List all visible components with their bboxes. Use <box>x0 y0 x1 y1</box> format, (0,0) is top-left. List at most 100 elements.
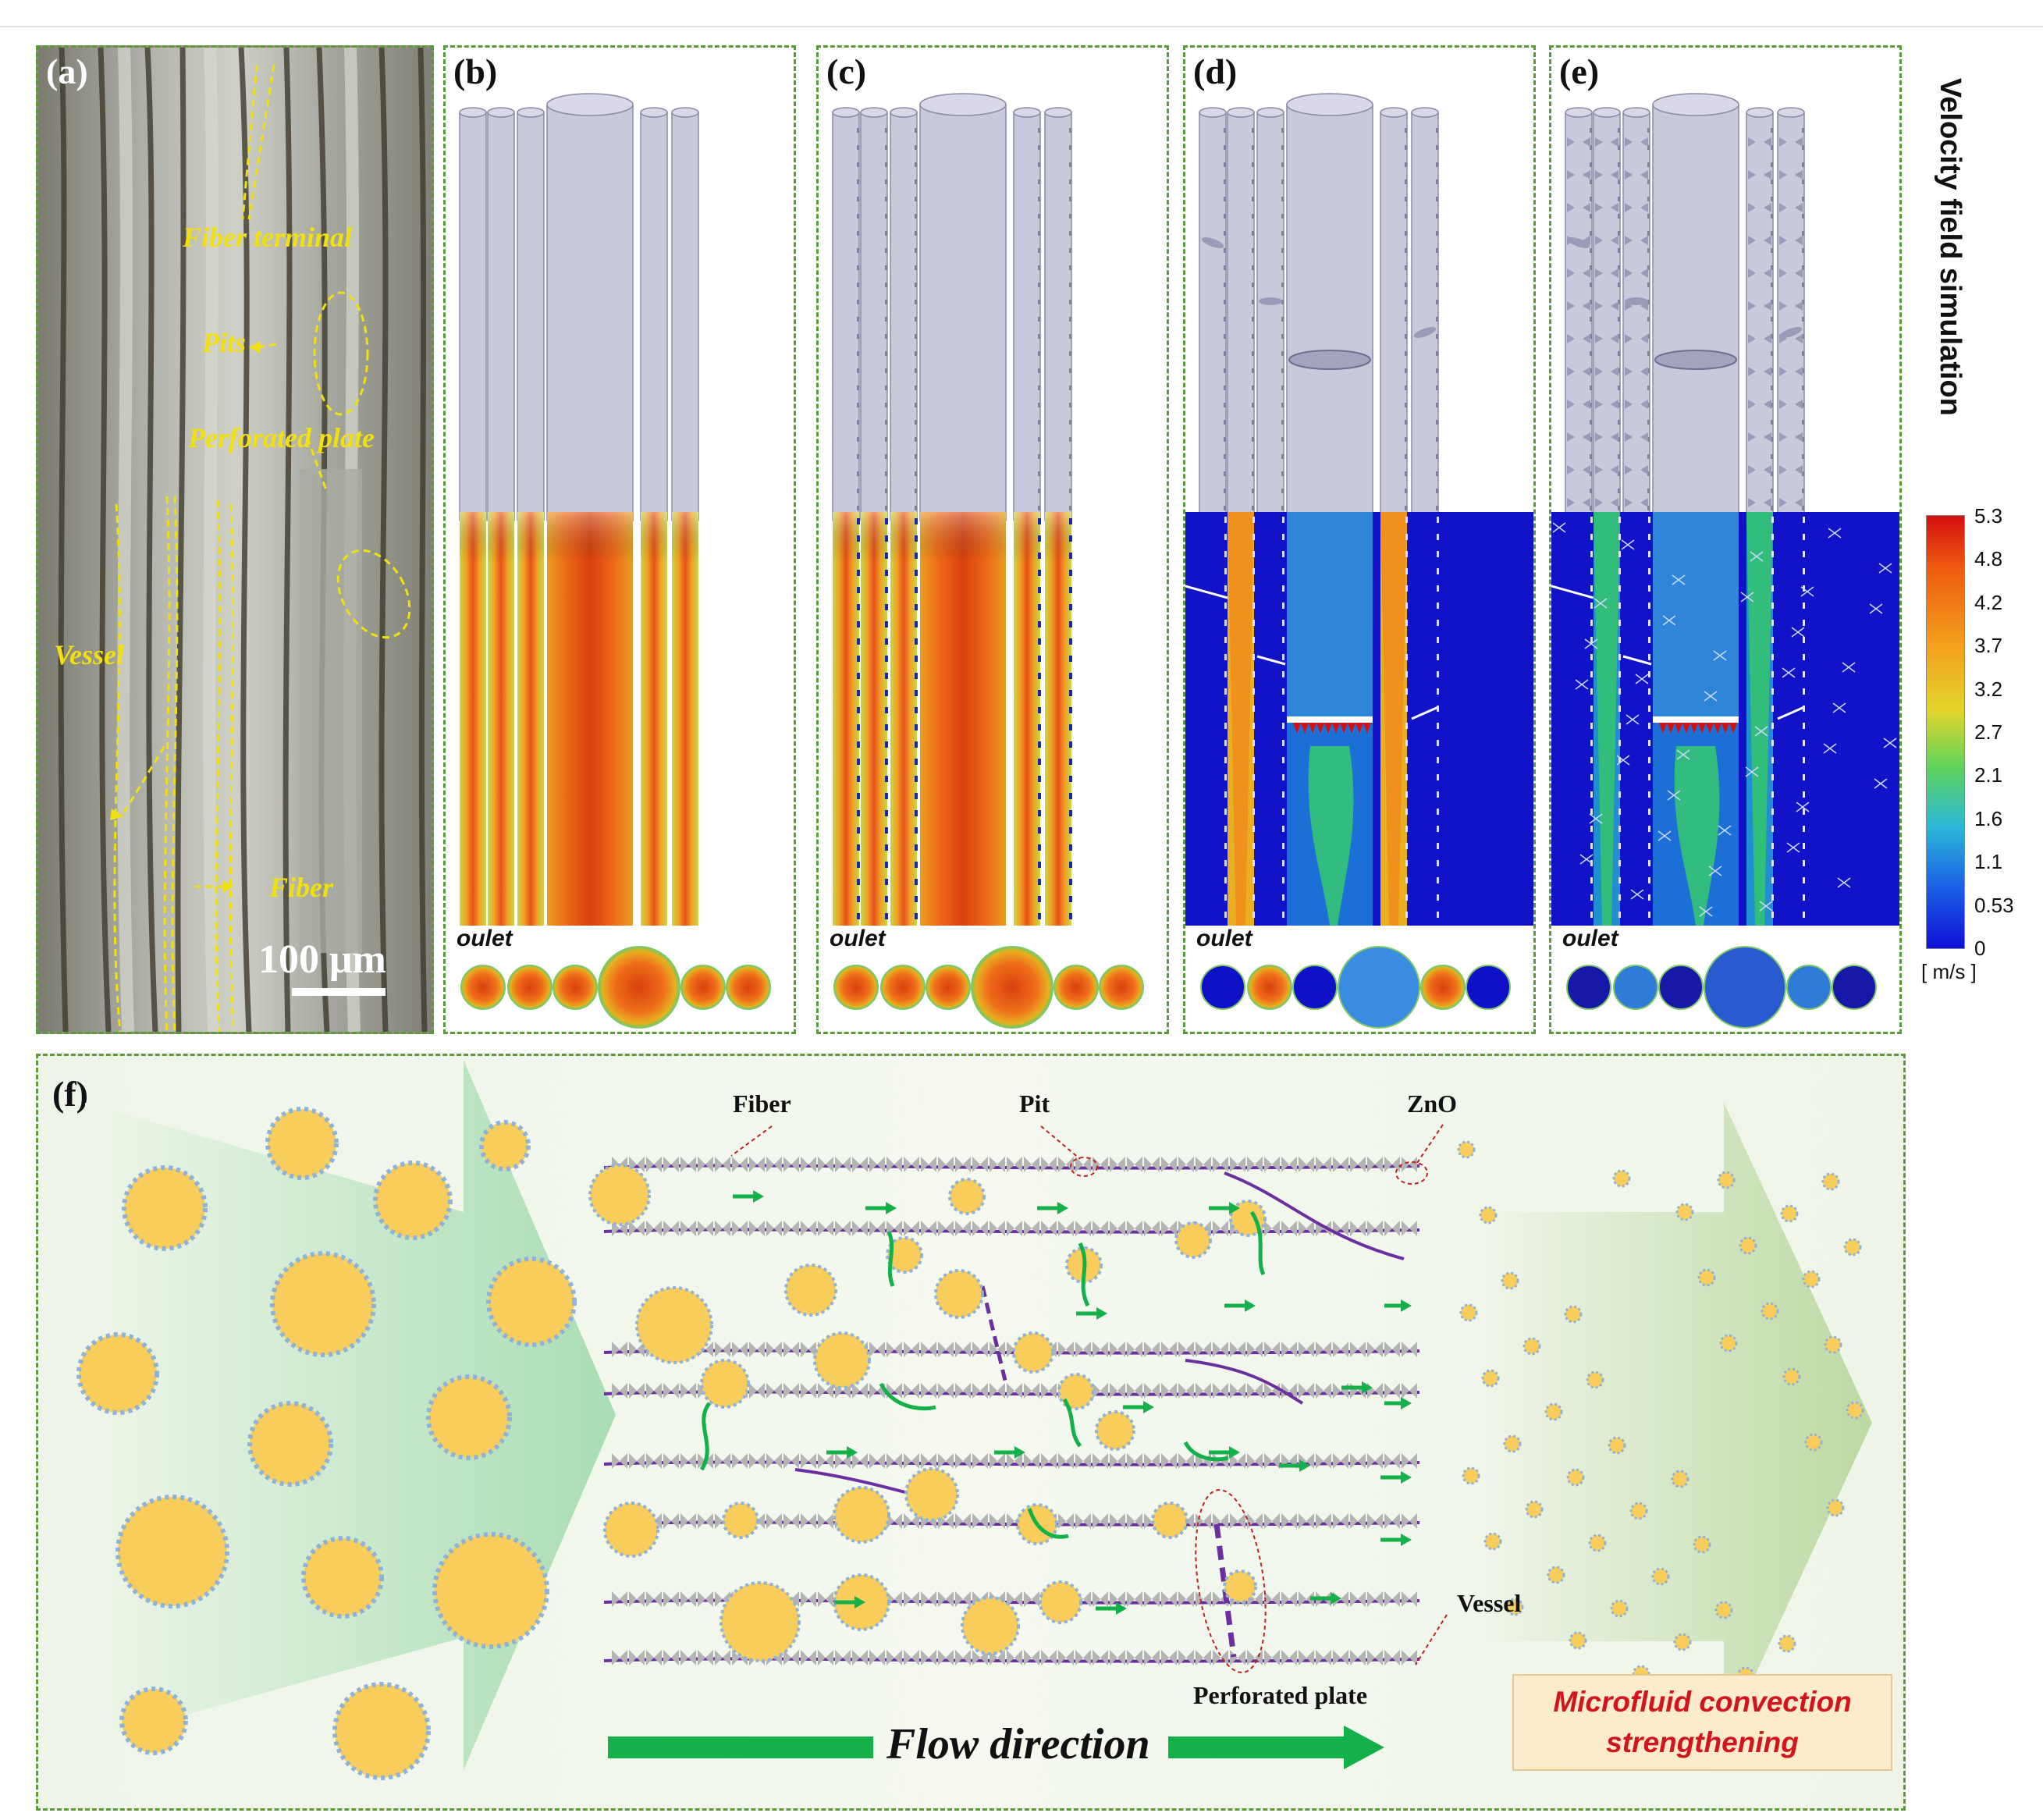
pit-flow-mark <box>1618 654 1621 660</box>
pit-mark <box>1802 300 1804 304</box>
pit-membrane <box>1299 1342 1314 1357</box>
pit-mark <box>1771 128 1773 133</box>
zno-particle-small <box>1457 1140 1476 1159</box>
pit-mark <box>1281 471 1284 476</box>
pit-membrane <box>783 1513 799 1529</box>
pit-mark <box>857 231 859 236</box>
pit-flow-mark <box>1590 826 1593 832</box>
pit-mark <box>1647 197 1650 201</box>
pit-membrane <box>921 1383 936 1399</box>
pit-flow-mark <box>1437 912 1439 918</box>
pit-membrane <box>1196 1383 1211 1399</box>
pit-flow-mark <box>1405 603 1408 609</box>
pit-membrane <box>1384 1342 1400 1357</box>
pit-flow-mark <box>1069 638 1072 645</box>
pit-flow-mark <box>1590 809 1593 815</box>
pit-flow-mark <box>885 724 888 730</box>
pit-flow-mark <box>1252 723 1255 729</box>
pit-membrane <box>869 1221 885 1236</box>
pit-flow-mark <box>1069 741 1072 748</box>
pit-membrane <box>1178 1650 1194 1665</box>
zno-particle-small <box>1501 1271 1519 1290</box>
pit-flow-mark <box>885 587 888 593</box>
pit-mark <box>915 145 917 150</box>
end-wall <box>1411 706 1439 720</box>
pit-flow-mark <box>1618 603 1621 609</box>
pit-membrane <box>1350 1453 1366 1469</box>
pit-flow-mark <box>857 827 860 834</box>
pit-mark <box>885 283 887 287</box>
pit-flow-mark <box>1771 637 1774 643</box>
flow-arrowhead <box>1057 1202 1068 1214</box>
zno-particle-small <box>1717 1171 1736 1189</box>
pit-mark <box>1590 300 1592 304</box>
pit-flow-mark <box>1224 912 1227 918</box>
label-perforated-plate: Perforated plate <box>187 422 375 453</box>
panel-c-outlet-label: oulet <box>830 926 886 951</box>
pit-flow-mark <box>1252 620 1255 626</box>
pit-flow-mark <box>1437 688 1439 695</box>
end-plate <box>1201 237 1224 248</box>
pit-membrane <box>663 1157 679 1172</box>
zno-particle-small <box>1522 1337 1541 1356</box>
cell-top <box>1013 107 1041 118</box>
colorbar-tick: 1.6 <box>1974 806 2003 830</box>
pit-mark <box>1038 265 1040 270</box>
pit-flow-mark <box>1038 793 1041 799</box>
cell-body <box>1411 112 1439 521</box>
pit-flow-mark <box>857 638 860 645</box>
flow-arrowhead <box>1401 1471 1412 1484</box>
panel-b-velocity-field <box>460 512 698 926</box>
pit-membrane <box>1333 1513 1348 1529</box>
bowtie-pit <box>1595 432 1618 442</box>
zno-particle-medium <box>1057 1373 1095 1410</box>
pit-flow-mark <box>857 587 860 593</box>
zno-particle-small <box>1462 1466 1480 1485</box>
pit-mark <box>915 506 917 510</box>
pit-flow-mark <box>857 707 860 713</box>
pit-mark <box>1038 420 1040 425</box>
colorbar-title: Velocity field simulation <box>1934 78 1967 416</box>
panel-a-label: (a) <box>46 52 88 91</box>
pit-flow-mark <box>1437 894 1439 901</box>
pit-mark <box>1252 317 1254 322</box>
panel-c-label: (c) <box>826 52 867 91</box>
pit-flow-mark <box>1252 912 1255 918</box>
zno-particle-small <box>1610 1599 1629 1618</box>
active-jet <box>1228 512 1254 926</box>
panel-f-label: (f) <box>52 1074 88 1114</box>
pit-flow-mark <box>1038 913 1041 919</box>
pit-membrane <box>921 1453 936 1469</box>
flow-vector <box>1874 778 1888 789</box>
pit-flow-mark <box>1437 585 1439 592</box>
pit-membrane <box>1213 1650 1228 1665</box>
pit-flow-mark <box>857 535 860 542</box>
pit-flow-mark <box>1405 809 1408 815</box>
flow-arrowhead <box>1299 1459 1310 1472</box>
zno-particle-large <box>76 1332 159 1415</box>
pit-mark <box>1069 128 1071 133</box>
pit-membrane <box>698 1157 713 1172</box>
pit-flow-mark <box>1437 774 1439 780</box>
cell-body <box>487 112 515 521</box>
pit-flow-mark <box>857 673 860 679</box>
panel-b-geometry <box>459 93 699 531</box>
pit-flow-mark <box>1771 843 1774 849</box>
pit-flow-mark <box>1224 603 1227 609</box>
pit-flow-mark <box>1648 620 1650 626</box>
pit-mark <box>1224 506 1226 510</box>
pit-mark <box>1802 351 1804 356</box>
pit-membrane <box>1402 1342 1417 1357</box>
flow-vector <box>1750 551 1764 562</box>
pit-membrane <box>1144 1221 1160 1236</box>
pit-flow-mark <box>1405 568 1408 574</box>
pit-membrane <box>663 1383 679 1399</box>
bowtie-pit <box>1625 498 1648 507</box>
pit-flow-mark <box>1803 654 1805 660</box>
pit-membrane <box>1299 1591 1314 1607</box>
zno-particle-large <box>486 1257 577 1347</box>
velocity-column-shade <box>861 512 887 926</box>
pit-flow-mark <box>1437 791 1439 798</box>
pit-mark <box>885 248 887 253</box>
pit-membrane <box>1333 1342 1348 1357</box>
